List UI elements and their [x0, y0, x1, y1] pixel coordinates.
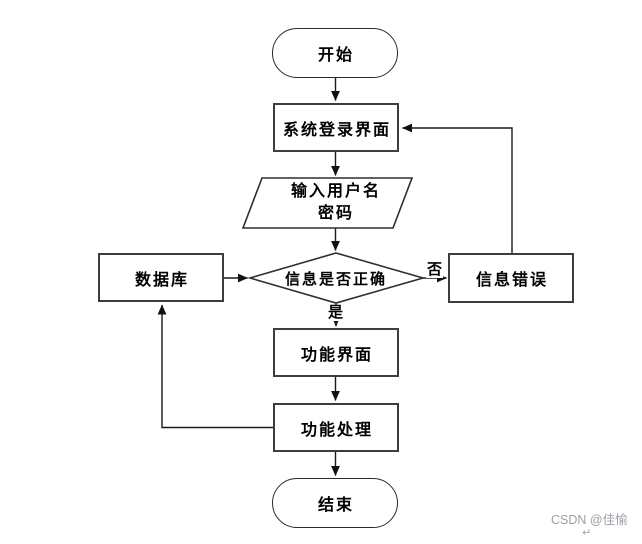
node-start-label: 开始 — [317, 47, 354, 64]
input-parallelogram-shape — [241, 177, 414, 229]
csdn-watermark: CSDN @佳愉 ↵ — [551, 514, 628, 540]
node-login: 系统登录界面 — [273, 103, 399, 152]
node-input-line2: 密码 — [317, 205, 354, 222]
node-input-label: 输入用户名 密码 — [256, 181, 416, 225]
node-input-line1: 输入用户名 — [290, 183, 381, 200]
node-database-label: 数据库 — [134, 271, 189, 289]
node-error-label: 信息错误 — [475, 272, 548, 289]
node-function-process: 功能处理 — [273, 403, 399, 452]
return-glyph-icon: ↵ — [582, 527, 592, 539]
watermark-text: CSDN @佳愉 — [551, 513, 628, 527]
node-function-ui-label: 功能界面 — [300, 346, 373, 364]
node-function-process-label: 功能处理 — [300, 421, 373, 439]
node-error: 信息错误 — [448, 253, 574, 303]
node-decision-label: 信息是否正确 — [284, 271, 387, 288]
edge-error-to-login — [402, 123, 513, 253]
node-function-ui: 功能界面 — [273, 328, 399, 377]
node-login-label: 系统登录界面 — [282, 121, 391, 139]
edge-label-no: 否 — [426, 262, 444, 278]
node-end: 结束 — [272, 478, 398, 528]
node-end-label: 结束 — [317, 497, 354, 514]
node-start: 开始 — [272, 28, 398, 78]
edge-function-process-to-database — [157, 304, 273, 429]
node-database: 数据库 — [98, 253, 224, 302]
edge-label-yes: 是 — [327, 305, 345, 321]
decision-diamond-shape — [247, 252, 426, 304]
